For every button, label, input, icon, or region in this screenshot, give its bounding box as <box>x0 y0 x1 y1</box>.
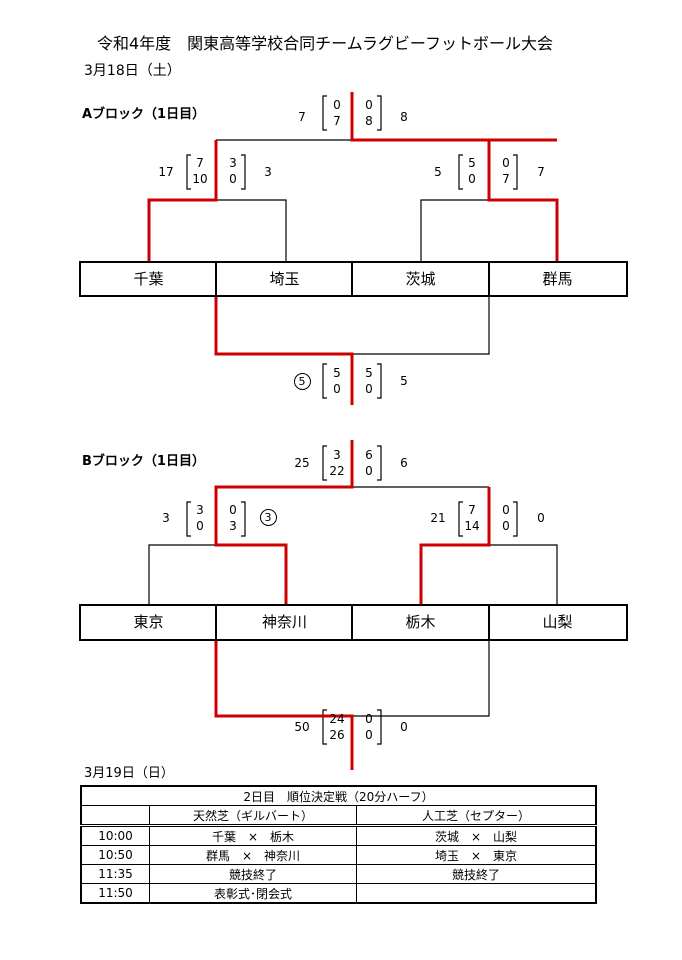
score-half: 3 <box>229 156 237 170</box>
score-half: 0 <box>229 503 237 517</box>
artificial-turf-cell: 茨城 × 山梨 <box>356 825 597 846</box>
time-cell: 11:50 <box>80 883 150 904</box>
score-half: 0 <box>333 98 341 112</box>
score-half: 7 <box>468 503 476 517</box>
score-half: 0 <box>365 98 373 112</box>
artificial-turf-cell: 埼玉 × 東京 <box>356 845 597 865</box>
block-a-label: Aブロック（1日目） <box>82 107 206 122</box>
score-half: 3 <box>333 448 341 462</box>
score-half: 5 <box>333 366 341 380</box>
score-half: 26 <box>329 728 345 742</box>
score-half: 0 <box>365 382 373 396</box>
score-total: 6 <box>400 456 408 470</box>
team-ibaraki: 茨城 <box>405 270 436 288</box>
column-header: 天然芝（ギルバート） <box>149 805 357 827</box>
circled-number: 5 <box>293 373 311 390</box>
score-total: 0 <box>537 511 545 525</box>
team-box-borders <box>79 261 628 641</box>
bracket-lines-black <box>148 139 558 717</box>
score-total: 8 <box>400 110 408 124</box>
score-half: 0 <box>365 464 373 478</box>
score-half: 0 <box>365 728 373 742</box>
score-total: 5 <box>434 165 442 179</box>
score-half: 0 <box>333 382 341 396</box>
team-tochigi: 栃木 <box>405 613 436 631</box>
score-half: 24 <box>329 712 345 726</box>
team-kanagawa: 神奈川 <box>261 613 307 631</box>
score-half: 7 <box>333 114 341 128</box>
score-half: 6 <box>365 448 373 462</box>
score-half: 7 <box>502 172 510 186</box>
natural-turf-cell: 競技終了 <box>149 864 357 884</box>
bracket-lines-winner <box>147 92 559 770</box>
score-half: 3 <box>229 519 237 533</box>
team-tokyo: 東京 <box>133 613 164 631</box>
score-half: 14 <box>464 519 480 533</box>
day2-schedule-table: 2日目 順位決定戦（20分ハーフ） 天然芝（ギルバート） 人工芝（セプター） 1… <box>80 785 597 904</box>
score-half: 7 <box>196 156 204 170</box>
score-total: 7 <box>298 110 306 124</box>
score-total: 0 <box>400 720 408 734</box>
score-total: 25 <box>294 456 310 470</box>
team-gunma: 群馬 <box>542 270 573 288</box>
column-header <box>80 805 150 827</box>
score-half: 0 <box>229 172 237 186</box>
artificial-turf-cell <box>356 883 597 904</box>
score-mark-circled: 5 <box>290 373 314 390</box>
score-total: 21 <box>430 511 446 525</box>
day1-date: 3月18日（土） <box>84 63 181 79</box>
natural-turf-cell: 群馬 × 神奈川 <box>149 845 357 865</box>
score-total: 5 <box>400 374 408 388</box>
artificial-turf-cell: 競技終了 <box>356 864 597 884</box>
natural-turf-cell: 千葉 × 栃木 <box>149 825 357 846</box>
score-half: 5 <box>365 366 373 380</box>
score-half: 0 <box>502 156 510 170</box>
score-half: 3 <box>196 503 204 517</box>
score-half: 0 <box>502 503 510 517</box>
score-half: 22 <box>329 464 345 478</box>
column-header: 人工芝（セプター） <box>356 805 597 827</box>
score-half: 0 <box>468 172 476 186</box>
score-total: 50 <box>294 720 310 734</box>
page-title: 令和4年度 関東高等学校合同チームラグビーフットボール大会 <box>97 34 553 53</box>
score-half: 0 <box>196 519 204 533</box>
time-cell: 11:35 <box>80 864 150 884</box>
score-total: 17 <box>158 165 174 179</box>
table-title: 2日目 順位決定戦（20分ハーフ） <box>80 785 597 806</box>
score-total: 3 <box>162 511 170 525</box>
score-half: 0 <box>502 519 510 533</box>
score-brackets <box>186 95 518 745</box>
team-saitama: 埼玉 <box>269 270 300 288</box>
team-chiba: 千葉 <box>133 270 164 288</box>
score-mark-circled: 3 <box>256 509 280 526</box>
score-total: 7 <box>537 165 545 179</box>
day2-date: 3月19日（日） <box>84 766 174 781</box>
score-half: 5 <box>468 156 476 170</box>
time-cell: 10:50 <box>80 845 150 865</box>
time-cell: 10:00 <box>80 825 150 846</box>
score-half: 10 <box>192 172 208 186</box>
score-half: 8 <box>365 114 373 128</box>
circled-number: 3 <box>259 509 277 526</box>
block-b-label: Bブロック（1日目） <box>82 454 205 469</box>
natural-turf-cell: 表彰式･閉会式 <box>149 883 357 904</box>
score-half: 0 <box>365 712 373 726</box>
team-yamanashi: 山梨 <box>542 613 573 631</box>
score-total: 3 <box>264 165 272 179</box>
